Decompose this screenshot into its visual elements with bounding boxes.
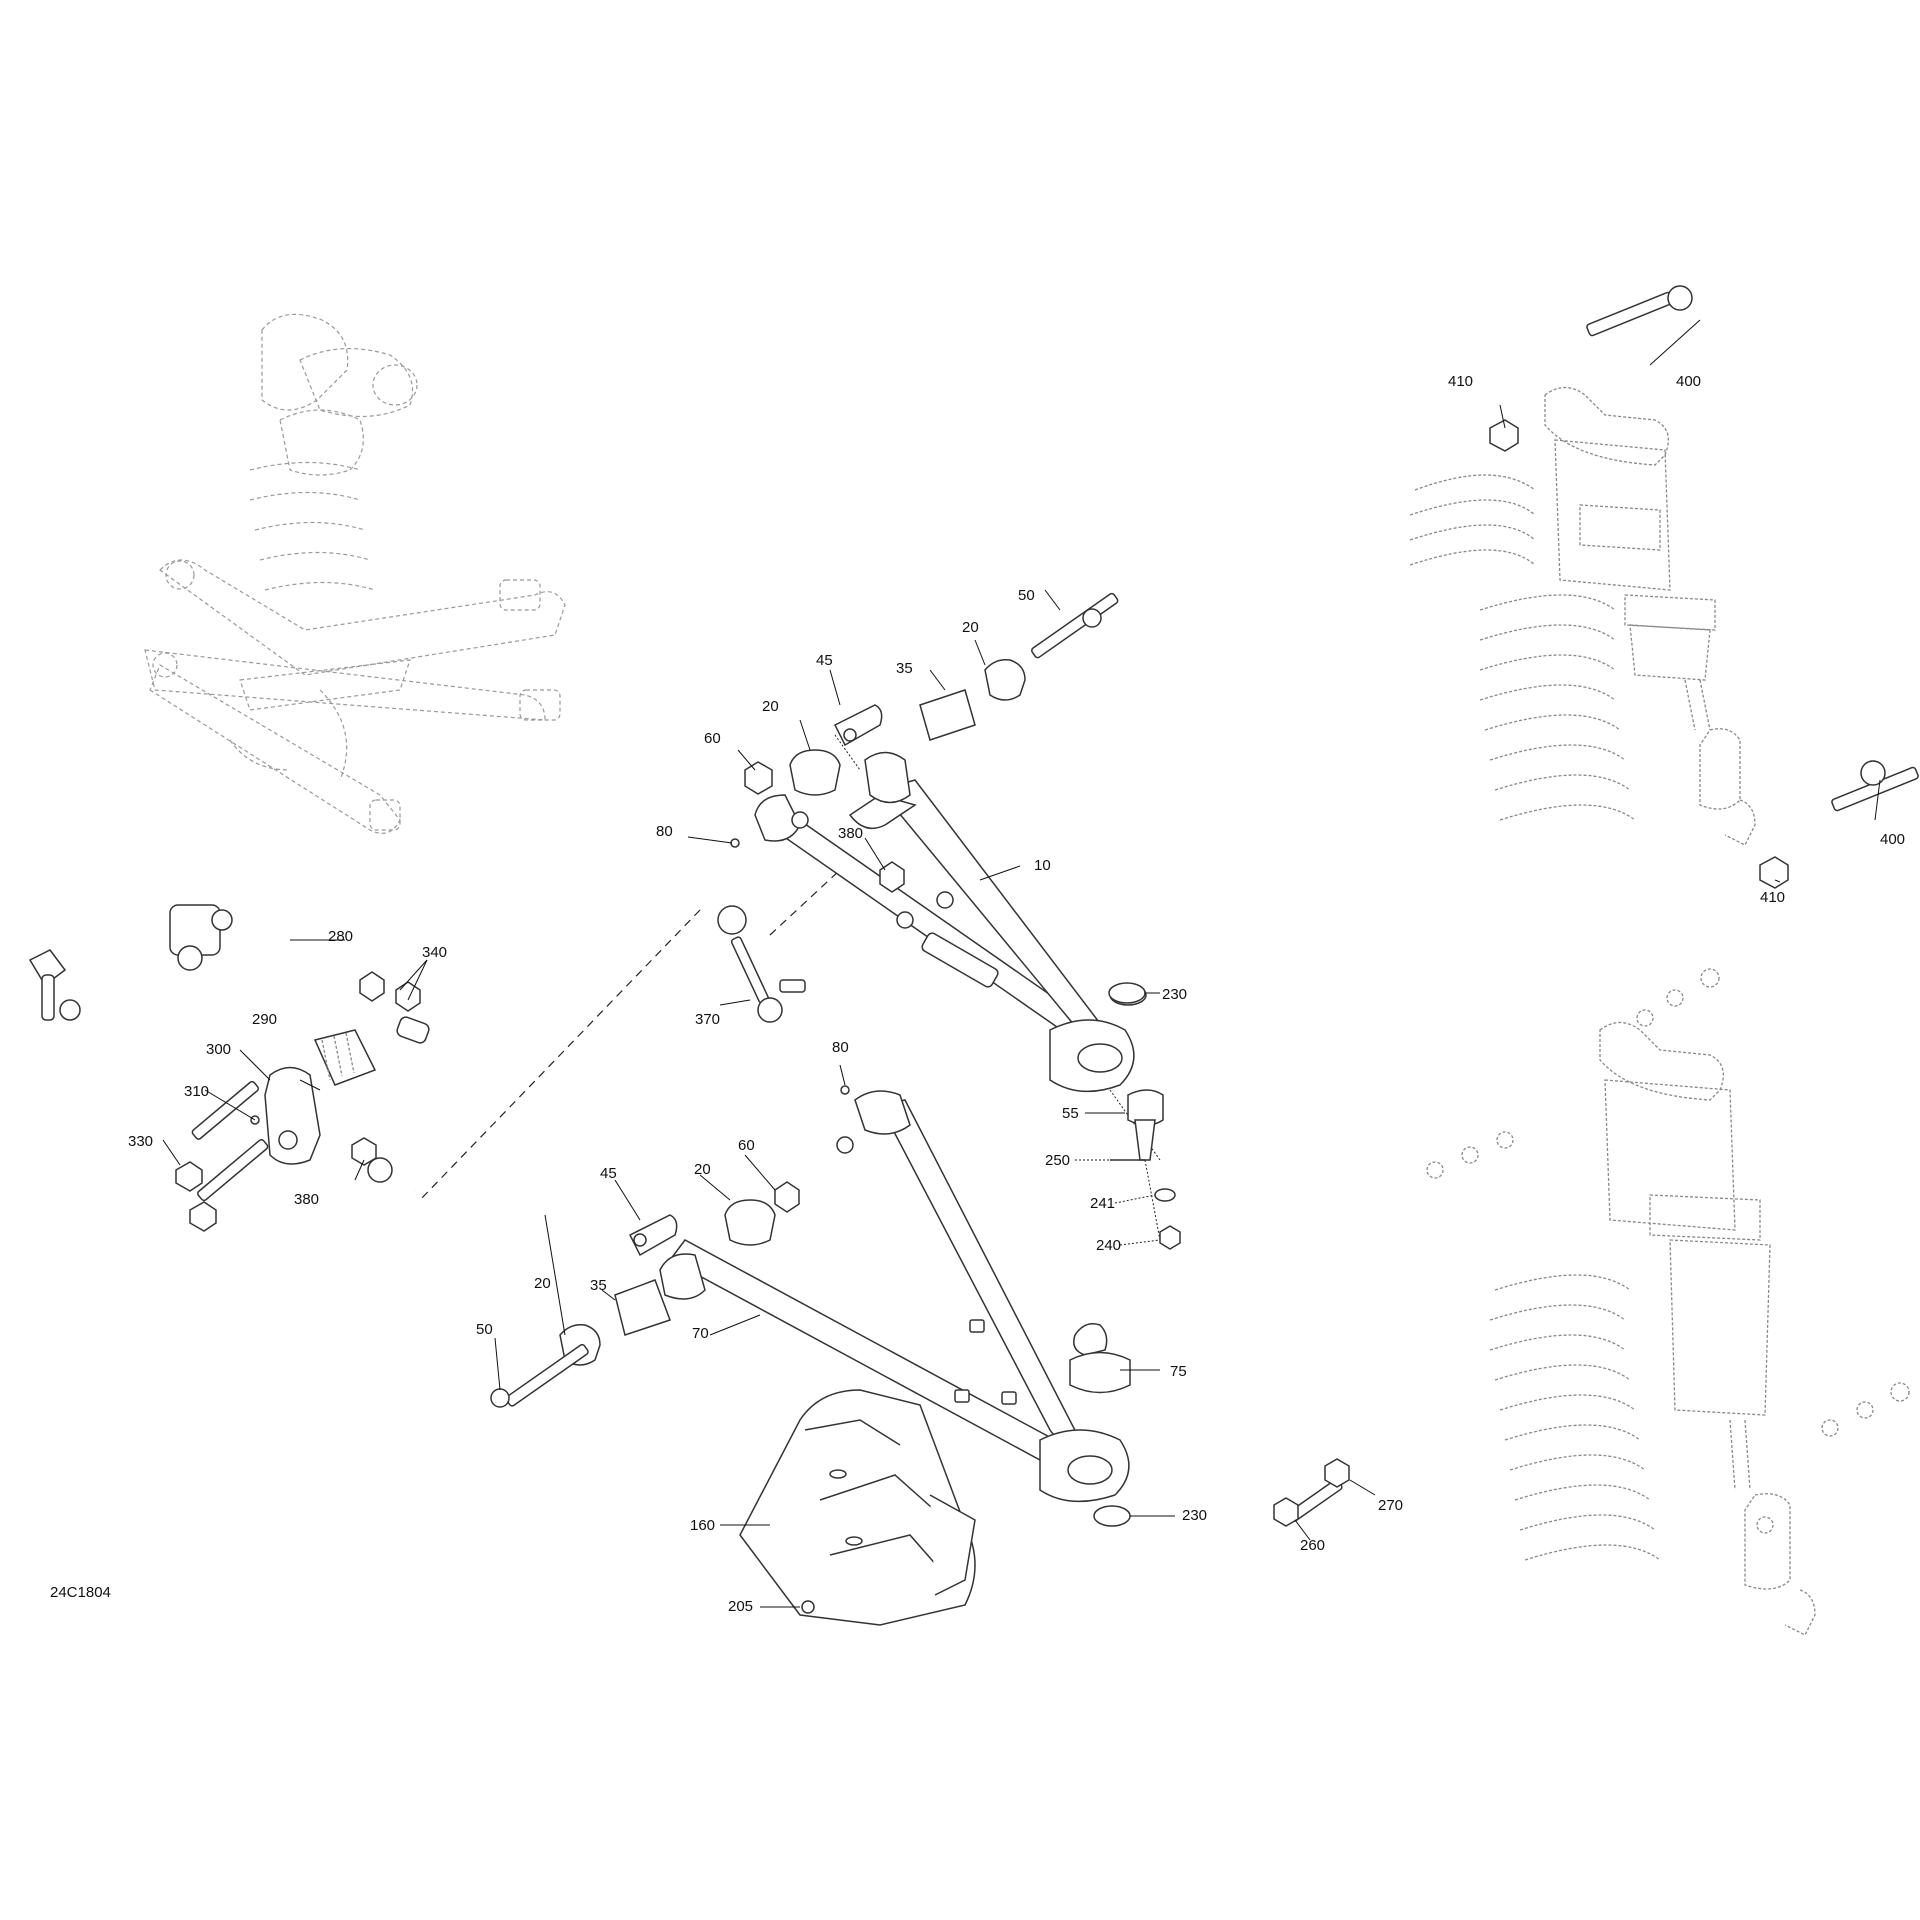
callout-230-upper: 230 [1162, 986, 1187, 1003]
callout-10: 10 [1034, 857, 1051, 874]
callout-60-upper: 60 [704, 730, 721, 747]
callout-241: 241 [1090, 1195, 1115, 1212]
callout-250: 250 [1045, 1152, 1070, 1169]
callout-280: 280 [328, 928, 353, 945]
callout-410-top: 410 [1448, 373, 1473, 390]
callout-55: 55 [1062, 1105, 1079, 1122]
stabilizer-bar [28, 904, 469, 1193]
stabilizer-link [419, 869, 841, 1201]
callout-60-lower: 60 [738, 1137, 755, 1154]
callout-230-lower: 230 [1182, 1507, 1207, 1524]
leader-lines [162, 319, 1881, 1608]
upper-arm-hardware [730, 592, 1119, 893]
callout-240: 240 [1096, 1237, 1121, 1254]
lower-ball-joint [1069, 1323, 1131, 1394]
callout-70: 70 [692, 1325, 709, 1342]
callout-380-lower: 380 [294, 1191, 319, 1208]
bushing-and-bracket [175, 971, 421, 1232]
upper-ball-joint [1109, 984, 1181, 1250]
callout-80-lower: 80 [832, 1039, 849, 1056]
callout-50-lower: 50 [476, 1321, 493, 1338]
lower-a-arm [659, 1090, 1130, 1503]
callout-300: 300 [206, 1041, 231, 1058]
skid-plate [739, 1389, 976, 1626]
callout-290: 290 [252, 1011, 277, 1028]
callout-75: 75 [1170, 1363, 1187, 1380]
callout-400-top: 400 [1676, 373, 1701, 390]
shock-assembly-bottom-right [1426, 968, 1910, 1636]
callout-380-upper: 380 [838, 825, 863, 842]
bolt-and-nut-260-270 [1273, 1458, 1350, 1527]
callout-labels: 400 410 400 410 50 20 45 35 20 60 80 380… [50, 373, 1905, 1615]
callout-340: 340 [422, 944, 447, 961]
callout-400-bottom: 400 [1880, 831, 1905, 848]
callout-310: 310 [184, 1083, 209, 1100]
callout-50-upper: 50 [1018, 587, 1035, 604]
callout-20-lower-right: 20 [694, 1161, 711, 1178]
upper-a-arm [754, 734, 1161, 1161]
callout-205: 205 [728, 1598, 753, 1615]
callout-45-upper: 45 [816, 652, 833, 669]
shock-assembly-top-right [1409, 285, 1919, 889]
lower-arm-hardware [490, 1085, 850, 1408]
callout-45-lower: 45 [600, 1165, 617, 1182]
callout-80-upper: 80 [656, 823, 673, 840]
callout-270: 270 [1378, 1497, 1403, 1514]
callout-20-upper-right: 20 [962, 619, 979, 636]
assembly-overview-illustration [144, 313, 566, 834]
callout-35-upper: 35 [896, 660, 913, 677]
callout-260: 260 [1300, 1537, 1325, 1554]
callout-35-lower: 35 [590, 1277, 607, 1294]
callout-370: 370 [695, 1011, 720, 1028]
callout-330: 330 [128, 1133, 153, 1150]
callout-20-upper-left: 20 [762, 698, 779, 715]
figure-reference-code: 24C1804 [50, 1584, 111, 1601]
callout-20-lower-left: 20 [534, 1275, 551, 1292]
callout-410-bottom: 410 [1760, 889, 1785, 906]
callout-160: 160 [690, 1517, 715, 1534]
